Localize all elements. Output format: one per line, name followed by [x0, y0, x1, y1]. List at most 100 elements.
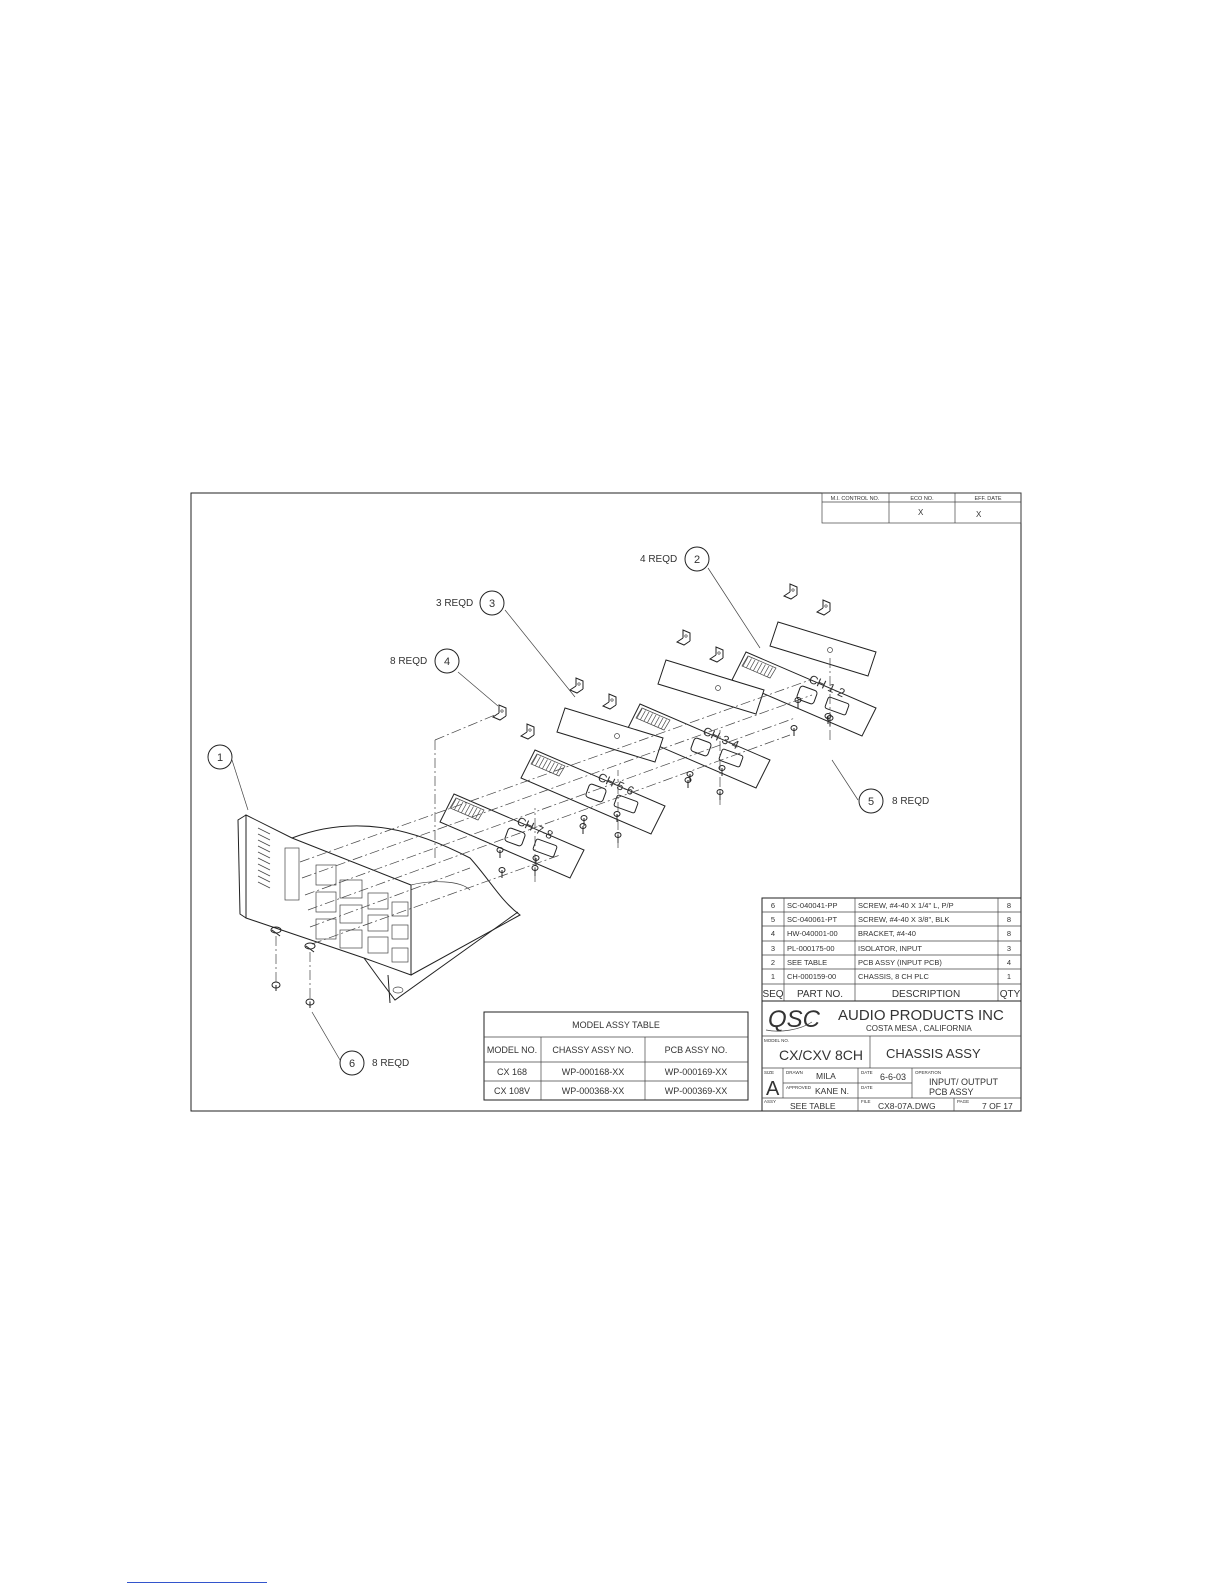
edge-connector [635, 707, 671, 731]
bom-cell: 4 [1007, 958, 1011, 967]
bom-header-qty: QTY [1000, 989, 1021, 1000]
callout-number: 2 [694, 554, 700, 566]
bracket [601, 693, 617, 710]
callout-leader-line [504, 609, 576, 698]
callout-leader-line [707, 567, 761, 649]
xlr-connector [585, 783, 607, 803]
page-value: 7 OF 17 [982, 1101, 1013, 1111]
xlr-connector [504, 827, 526, 847]
xlr-connector [690, 737, 712, 757]
drawing-border [190, 492, 1022, 1112]
chassis-screws [270, 926, 316, 1008]
bom-cell: 1 [771, 972, 775, 981]
bracket [708, 646, 724, 663]
approved-by: KANE N. [815, 1086, 849, 1096]
isolator-sheet [657, 659, 765, 715]
isolator-hole [715, 685, 721, 691]
qsc-logo: QSC [768, 1006, 821, 1033]
connector-pin [763, 665, 770, 676]
rev-value-date: X [976, 510, 982, 519]
connector-pin [643, 711, 650, 722]
edge-connector [530, 753, 566, 777]
connector-pin [549, 762, 555, 772]
bom-cell: HW-040001-00 [787, 929, 838, 938]
pcb-board [731, 651, 877, 737]
callout-circle [434, 648, 460, 674]
assembly-lines [275, 655, 831, 1003]
callout-circle [858, 788, 884, 814]
connector-pin [531, 754, 538, 765]
model-table-cell: CX 168 [497, 1067, 527, 1077]
callout-circle [684, 546, 710, 572]
bom-cell: 3 [1007, 944, 1011, 953]
bom-cell: 8 [1007, 915, 1011, 924]
connector-pin [545, 760, 552, 771]
file-value: CX8-07A.DWG [878, 1101, 936, 1111]
connector-pin [457, 801, 464, 812]
bracket [519, 723, 535, 740]
approved-label: APPROVED [786, 1085, 812, 1090]
connector-pin [461, 803, 467, 813]
model-number: CX/CXV 8CH [779, 1047, 863, 1063]
date2-label: DATE [861, 1085, 873, 1090]
bom-cell: SC-040041-PP [787, 901, 837, 910]
model-table-cell: WP-000369-XX [665, 1086, 728, 1096]
bom-cell: 8 [1007, 929, 1011, 938]
bracket [815, 599, 831, 616]
assy-value: SEE TABLE [790, 1101, 836, 1111]
connector-pin [475, 809, 481, 819]
drawn-by: MILA [816, 1071, 836, 1081]
connector-pin [552, 763, 559, 774]
bracket-hole [824, 604, 828, 608]
rev-header-eco: ECO NO. [910, 496, 934, 502]
connector-pin [636, 708, 643, 719]
bom-cell: ISOLATOR, INPUT [858, 944, 922, 953]
size-value: A [766, 1078, 780, 1100]
title-block: QSC AUDIO PRODUCTS INC COSTA MESA , CALI… [761, 1000, 1022, 1112]
footer-link-underline[interactable] [127, 1582, 267, 1583]
connector-pin [650, 714, 657, 725]
bracket-hole [577, 682, 581, 686]
revision-block: M.I. CONTROL NO. ECO NO. EFF. DATE X X [821, 492, 1022, 524]
bracket-hole [500, 709, 504, 713]
bom-header-description: DESCRIPTION [892, 989, 960, 1000]
callout-number: 5 [868, 796, 874, 808]
exploded-assembly-view: CH 1-2CH 3-4CH 5-6CH 7-8 124 REQ [207, 546, 929, 1076]
isolator-sheet [556, 707, 664, 763]
company-name: AUDIO PRODUCTS INC [838, 1007, 1004, 1024]
callout-leader-line [457, 671, 499, 707]
bracket [491, 704, 507, 721]
bom-cell: SCREW, #4-40 X 3/8", BLK [858, 915, 949, 924]
drawn-label: DRAWN [786, 1070, 803, 1075]
connector-pin [454, 800, 460, 810]
connector-pin [657, 717, 664, 728]
model-table-header-chassy: CHASSY ASSY NO. [552, 1045, 633, 1055]
assy-label: ASSY [764, 1099, 776, 1104]
isolator-hole [614, 733, 620, 739]
size-label: SIZE [764, 1070, 774, 1075]
dsub-connector [613, 794, 639, 814]
pcb-board [520, 749, 666, 835]
bom-cell: 1 [1007, 972, 1011, 981]
bom-header-seq: SEQ [762, 989, 783, 1000]
connector-pin [471, 807, 478, 818]
bracket-hole [528, 728, 532, 732]
bom-cell: 2 [771, 958, 775, 967]
model-table-cell: WP-000168-XX [562, 1067, 625, 1077]
rev-header-mi: M.I. CONTROL NO. [831, 496, 880, 502]
edge-connector [449, 797, 485, 821]
connector-pin [640, 710, 646, 720]
bom-cell: 6 [771, 901, 775, 910]
connector-pin [450, 798, 457, 809]
connector-pin [760, 664, 766, 674]
edge-connector [741, 655, 777, 679]
bom-cell: CH-000159-00 [787, 972, 836, 981]
bom-cell: SCREW, #4-40 X 1/4" L, P/P [858, 901, 954, 910]
bracket [675, 629, 691, 646]
callout-leader-line [231, 759, 249, 811]
bom-cell: PL-000175-00 [787, 944, 835, 953]
model-table-cell: WP-000368-XX [562, 1086, 625, 1096]
bracket [782, 583, 798, 600]
model-label: MODEL NO. [764, 1038, 789, 1043]
